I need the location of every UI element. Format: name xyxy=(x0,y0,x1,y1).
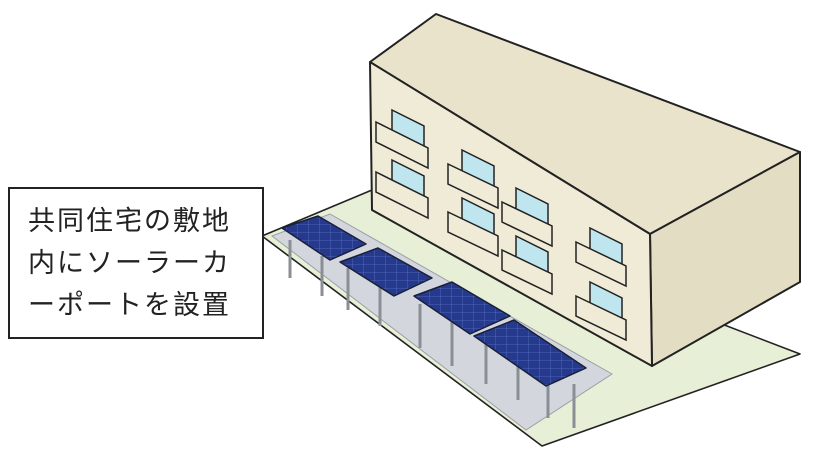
solar-panel xyxy=(413,281,511,335)
solar-panel xyxy=(339,247,433,297)
window-balcony xyxy=(501,234,553,296)
window-balcony xyxy=(375,158,429,220)
building-windows xyxy=(375,108,627,342)
window-balcony xyxy=(501,186,553,248)
window-balcony xyxy=(575,226,627,288)
caption-line: 共同住宅の敷地 xyxy=(28,206,231,237)
caption-line: ーポートを設置 xyxy=(28,290,231,321)
window-balcony xyxy=(447,196,499,258)
window-balcony xyxy=(447,148,499,210)
solar-panels xyxy=(281,215,587,387)
carport-posts xyxy=(288,240,576,428)
window-balcony xyxy=(375,108,429,170)
window-balcony xyxy=(575,280,627,342)
solar-panel xyxy=(473,319,587,387)
caption-line: 内にソーラーカ xyxy=(28,248,231,279)
solar-panel xyxy=(281,215,367,261)
caption-box: 共同住宅の敷地 内にソーラーカ ーポートを設置 xyxy=(8,187,264,339)
